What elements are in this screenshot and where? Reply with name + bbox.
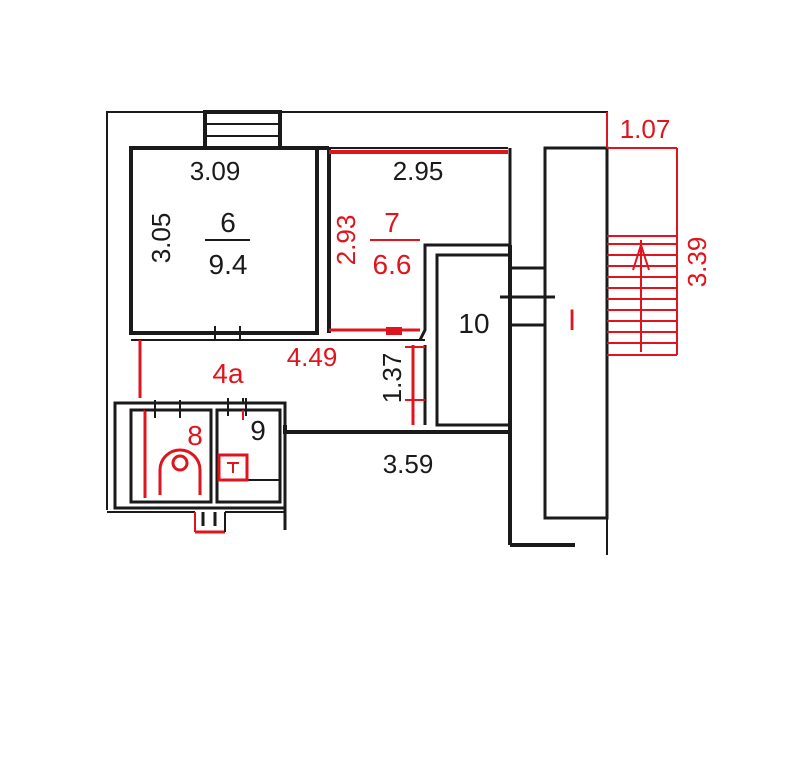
stair-arrow-icon bbox=[632, 240, 650, 352]
room-6-height: 3.05 bbox=[146, 213, 176, 264]
room-10-dim: 3.59 bbox=[383, 449, 434, 479]
stair-width: 1.07 bbox=[620, 114, 671, 144]
room-8-number: 8 bbox=[187, 420, 203, 451]
room-9-number: 9 bbox=[250, 415, 266, 446]
bathroom-block bbox=[113, 398, 287, 510]
bathroom-door-marker bbox=[194, 512, 226, 534]
stair-shaft bbox=[543, 112, 678, 520]
room-10-number: 10 bbox=[458, 308, 489, 339]
room-4a-vertical-dim: 1.37 bbox=[377, 353, 407, 404]
room-7-height: 2.93 bbox=[331, 215, 361, 266]
top-vent-block bbox=[203, 110, 282, 150]
room-4a-horizontal-dim: 4.49 bbox=[287, 342, 338, 372]
stair-number: I bbox=[568, 304, 576, 337]
room-4a-number: 4a bbox=[212, 358, 244, 389]
toilet-icon bbox=[158, 448, 202, 495]
room-6 bbox=[129, 146, 329, 340]
room-7 bbox=[327, 147, 508, 335]
room-6-width: 3.09 bbox=[190, 156, 241, 186]
room-6-area: 9.4 bbox=[209, 249, 248, 280]
sink-icon bbox=[217, 453, 249, 482]
room-7-width: 2.95 bbox=[393, 156, 444, 186]
room-10 bbox=[418, 148, 575, 547]
room-6-number: 6 bbox=[220, 207, 236, 238]
room-7-area: 6.6 bbox=[373, 249, 412, 280]
stair-length: 3.39 bbox=[682, 237, 712, 288]
room-7-number: 7 bbox=[384, 207, 400, 238]
